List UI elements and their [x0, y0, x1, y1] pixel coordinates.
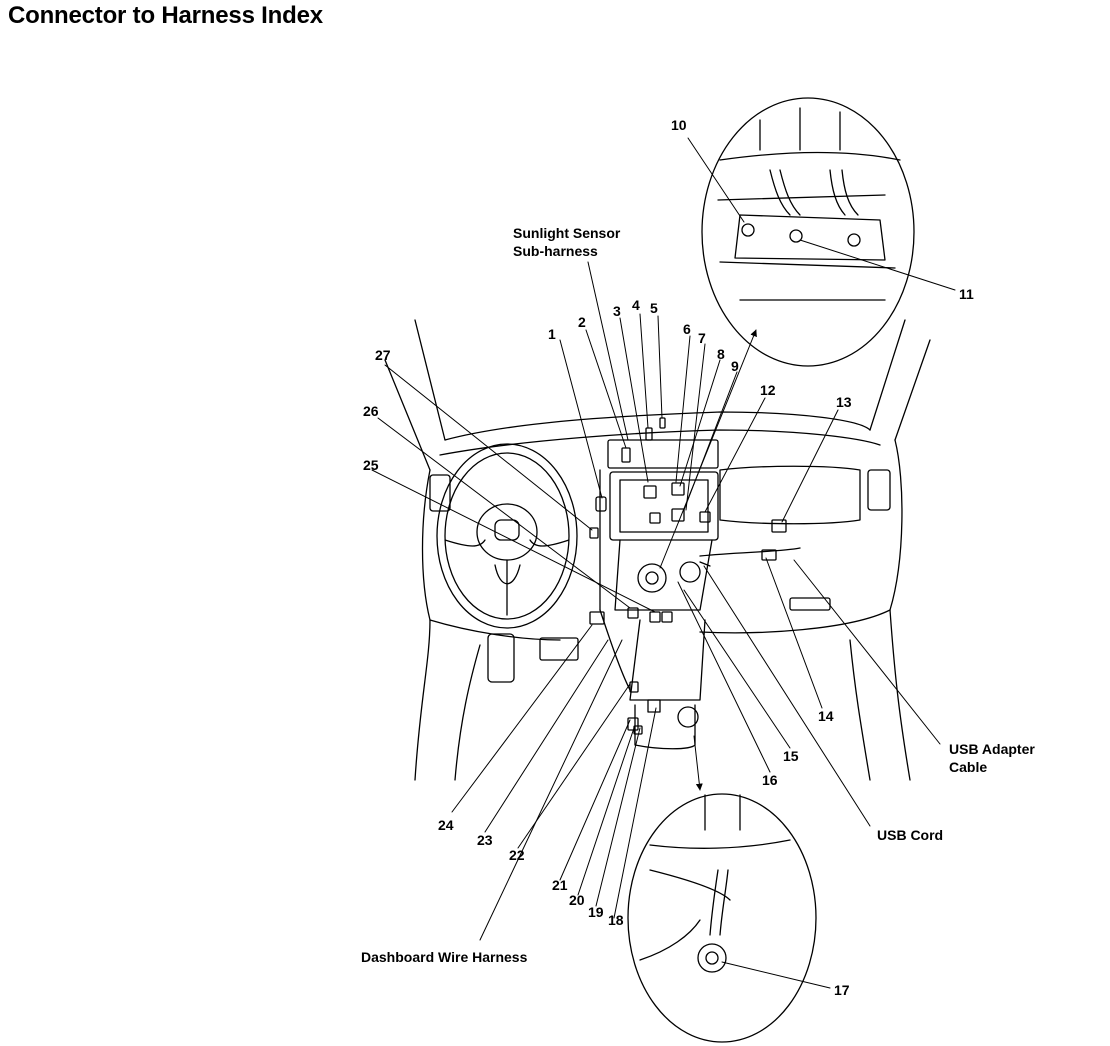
usb-cord-label: USB Cord [877, 827, 944, 843]
dashboard-outline [384, 319, 931, 781]
callout-7: 7 [698, 330, 706, 346]
callout-2: 2 [578, 314, 586, 330]
callout-25: 25 [363, 457, 379, 473]
callout-27: 27 [375, 347, 391, 363]
usb-adapter-label-line1: USB Adapter [949, 741, 1035, 757]
callout-1: 1 [548, 326, 556, 342]
dashboard-wire-harness-label: Dashboard Wire Harness [361, 949, 528, 965]
sunlight-label-line1: Sunlight Sensor [513, 225, 621, 241]
steering-wheel [436, 443, 578, 629]
usb-adapter-label-line2: Cable [949, 759, 988, 775]
callout-9: 9 [731, 358, 739, 374]
callout-21: 21 [552, 877, 568, 893]
callout-26: 26 [363, 403, 379, 419]
zoom-detail-top [701, 97, 915, 367]
callout-4: 4 [632, 297, 640, 313]
leader-lines [371, 137, 956, 989]
callout-17: 17 [834, 982, 850, 998]
callout-16: 16 [762, 772, 778, 788]
callout-13: 13 [836, 394, 852, 410]
callout-8: 8 [717, 346, 725, 362]
callout-20: 20 [569, 892, 585, 908]
zoom-detail-bottom [627, 793, 817, 1043]
callout-19: 19 [588, 904, 604, 920]
callout-12: 12 [760, 382, 776, 398]
callout-10: 10 [671, 117, 687, 133]
callout-14: 14 [818, 708, 834, 724]
sunlight-label-line2: Sub-harness [513, 243, 598, 259]
center-stack [589, 417, 801, 750]
callout-15: 15 [783, 748, 799, 764]
usb-adapter-cable-label: USB Adapter Cable [949, 740, 1035, 776]
callout-3: 3 [613, 303, 621, 319]
callout-11: 11 [959, 286, 974, 302]
callout-24: 24 [438, 817, 454, 833]
callout-5: 5 [650, 300, 658, 316]
sunlight-sensor-subharness-label: Sunlight Sensor Sub-harness [513, 224, 620, 260]
callout-22: 22 [509, 847, 525, 863]
callout-23: 23 [477, 832, 493, 848]
callout-6: 6 [683, 321, 691, 337]
page-title: Connector to Harness Index [8, 2, 323, 29]
callout-18: 18 [608, 912, 624, 928]
